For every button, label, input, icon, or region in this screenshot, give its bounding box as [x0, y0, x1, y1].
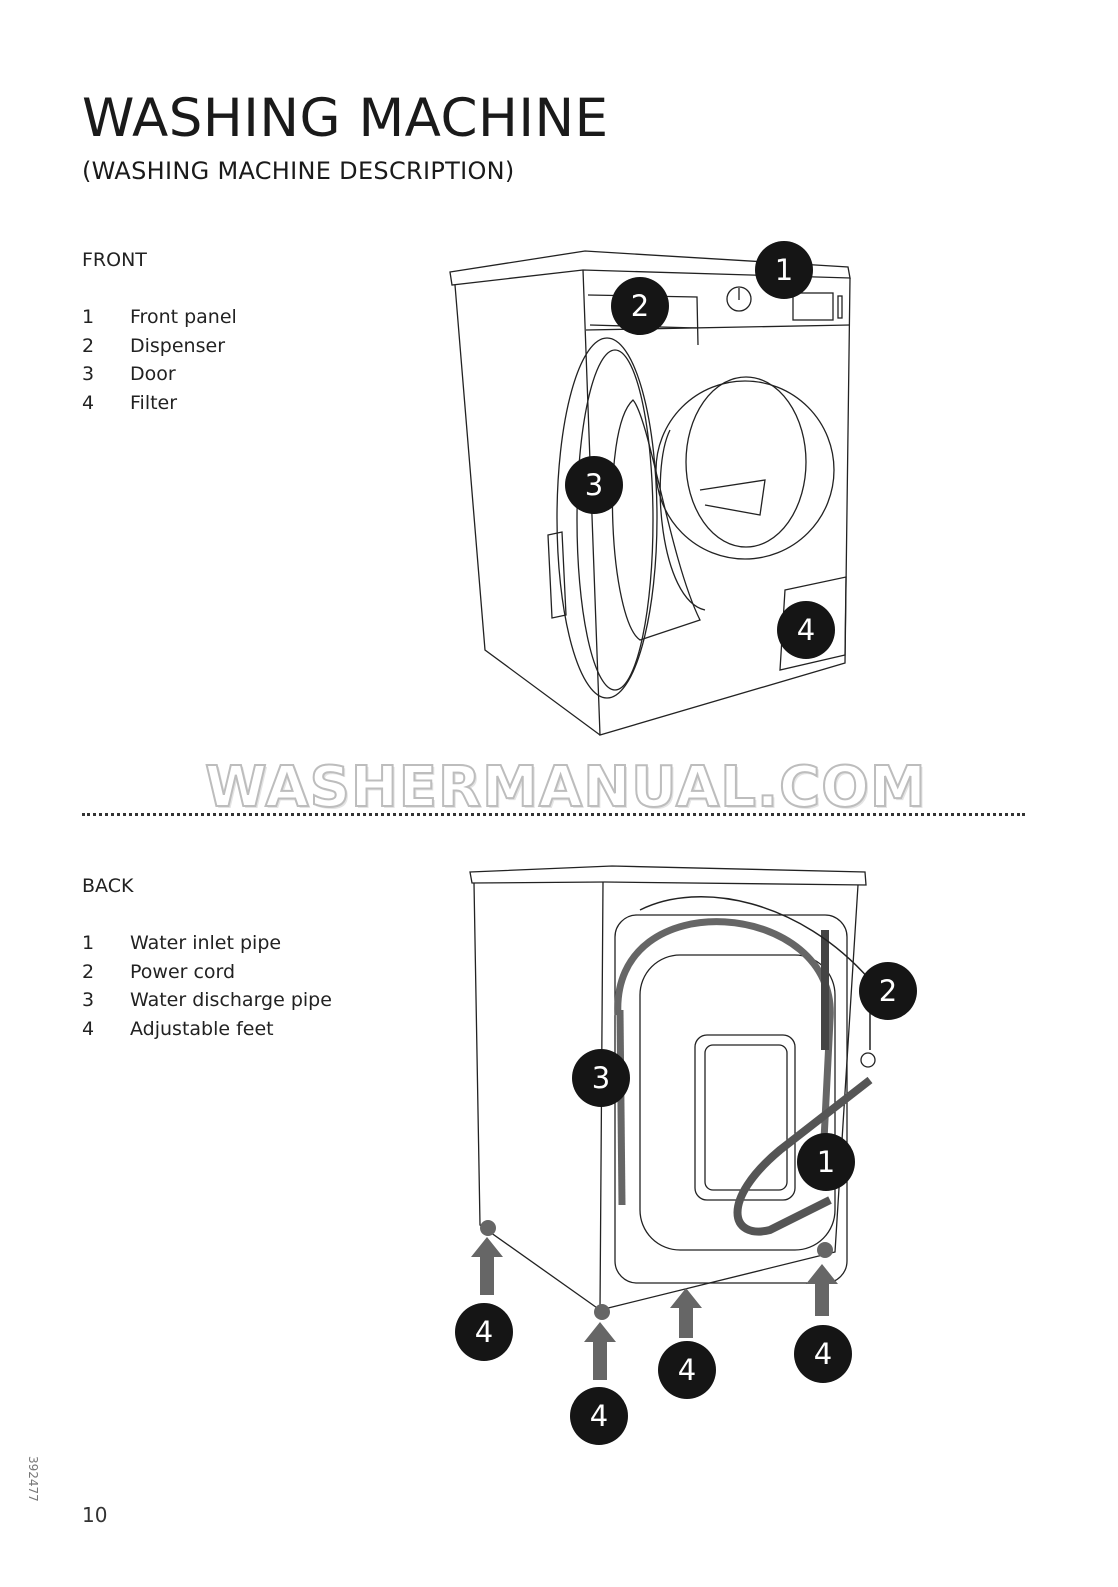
arrow-up-icons	[471, 1237, 838, 1380]
front-heading: FRONT	[82, 249, 147, 271]
page-number: 10	[82, 1503, 108, 1527]
list-item: 3 Water discharge pipe	[82, 989, 332, 1018]
page-subtitle: (WASHING MACHINE DESCRIPTION)	[82, 157, 515, 185]
item-label: Filter	[130, 391, 178, 414]
list-item: 2 Dispenser	[82, 335, 237, 364]
item-label: Water discharge pipe	[130, 989, 332, 1011]
item-label: Adjustable feet	[130, 1017, 274, 1040]
document-id: 392477	[26, 1456, 40, 1502]
list-item: 3 Door	[82, 363, 237, 392]
item-number: 4	[82, 391, 95, 414]
callout-back-4: 4	[794, 1325, 852, 1383]
item-number: 2	[82, 960, 95, 983]
item-number: 1	[82, 932, 95, 954]
callout-back-4: 4	[658, 1341, 716, 1399]
callout-back-4: 4	[455, 1303, 513, 1361]
list-item: 4 Adjustable feet	[82, 1018, 332, 1047]
front-parts-list: 1 Front panel 2 Dispenser 3 Door 4 Filter	[82, 306, 237, 420]
callout-front-2: 2	[611, 277, 669, 335]
callout-back-1: 1	[797, 1133, 855, 1191]
list-item: 2 Power cord	[82, 961, 332, 990]
item-number: 4	[82, 1017, 95, 1040]
callout-back-4: 4	[570, 1387, 628, 1445]
callout-back-2: 2	[859, 962, 917, 1020]
section-divider	[82, 813, 1025, 816]
item-label: Dispenser	[130, 334, 225, 357]
item-label: Water inlet pipe	[130, 932, 282, 954]
item-number: 3	[82, 363, 95, 385]
watermark: WASHERMANUAL.COM	[204, 754, 927, 821]
page-title: WASHING MACHINE	[82, 88, 609, 149]
back-heading: BACK	[82, 875, 134, 897]
callout-front-3: 3	[565, 456, 623, 514]
list-item: 4 Filter	[82, 392, 237, 421]
item-label: Front panel	[130, 306, 237, 328]
back-parts-list: 1 Water inlet pipe 2 Power cord 3 Water dis…	[82, 932, 332, 1046]
item-number: 1	[82, 306, 95, 328]
item-label: Power cord	[130, 960, 236, 983]
item-label: Door	[130, 363, 176, 385]
callout-front-1: 1	[755, 241, 813, 299]
item-number: 2	[82, 334, 95, 357]
list-item: 1 Front panel	[82, 306, 237, 335]
callout-back-3: 3	[572, 1049, 630, 1107]
list-item: 1 Water inlet pipe	[82, 932, 332, 961]
item-number: 3	[82, 989, 95, 1011]
callout-front-4: 4	[777, 601, 835, 659]
